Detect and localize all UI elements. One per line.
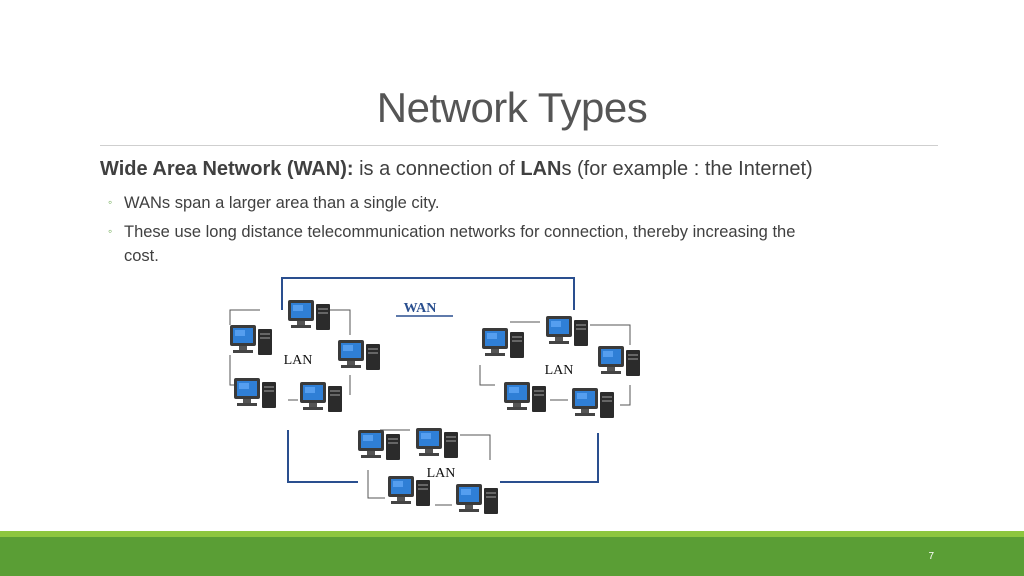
- bullet-item: ◦ WANs span a larger area than a single c…: [108, 190, 439, 215]
- main-text: is a connection of: [353, 158, 521, 180]
- computer-icon: [598, 346, 640, 376]
- computer-icon: [546, 316, 588, 346]
- main-statement: Wide Area Network (WAN): is a connection…: [100, 158, 813, 181]
- lan-cluster-bottom: [367, 429, 491, 506]
- lan-label: LAN: [284, 353, 313, 368]
- computer-icon: [300, 382, 342, 412]
- lan-label: LAN: [427, 466, 456, 481]
- wan-links: [281, 277, 599, 483]
- computer-icon: [230, 325, 272, 355]
- computer-icon: [504, 382, 546, 412]
- page-number: 7: [928, 551, 934, 562]
- computer-icon: [338, 340, 380, 370]
- footer-accent-stripe: [0, 531, 1024, 537]
- main-rest: s (for example : the Internet): [561, 158, 813, 180]
- wan-diagram: WAN LAN LAN LAN: [229, 277, 640, 514]
- title-divider: [100, 145, 938, 146]
- bullet-icon: ◦: [108, 224, 113, 238]
- slide-title: Network Types: [376, 84, 648, 131]
- bullet-icon: ◦: [108, 195, 113, 209]
- lan-label: LAN: [545, 363, 574, 378]
- lan-cluster-right: [479, 321, 631, 406]
- footer-bar: [0, 537, 1024, 576]
- computer-icon: [416, 428, 458, 458]
- computer-icon: [482, 328, 524, 358]
- wan-label: WAN: [404, 301, 437, 316]
- computer-icon: [358, 430, 400, 460]
- computer-icon: [288, 300, 330, 330]
- lan-cluster-left: [229, 309, 351, 401]
- wan-term: Wide Area Network (WAN):: [100, 158, 354, 180]
- bullet-item: ◦ These use long distance telecommunicati…: [108, 219, 938, 268]
- computer-icon: [572, 388, 614, 418]
- wan-label-group: WAN: [396, 301, 453, 317]
- bullet-text: These use long distance telecommunicatio…: [124, 223, 796, 241]
- computer-icon: [388, 476, 430, 506]
- computer-icon: [456, 484, 498, 514]
- bullet-text-continued: cost.: [124, 247, 159, 265]
- bullet-text: WANs span a larger area than a single ci…: [124, 194, 440, 212]
- lan-term: LAN: [520, 158, 562, 180]
- computer-icon: [234, 378, 276, 408]
